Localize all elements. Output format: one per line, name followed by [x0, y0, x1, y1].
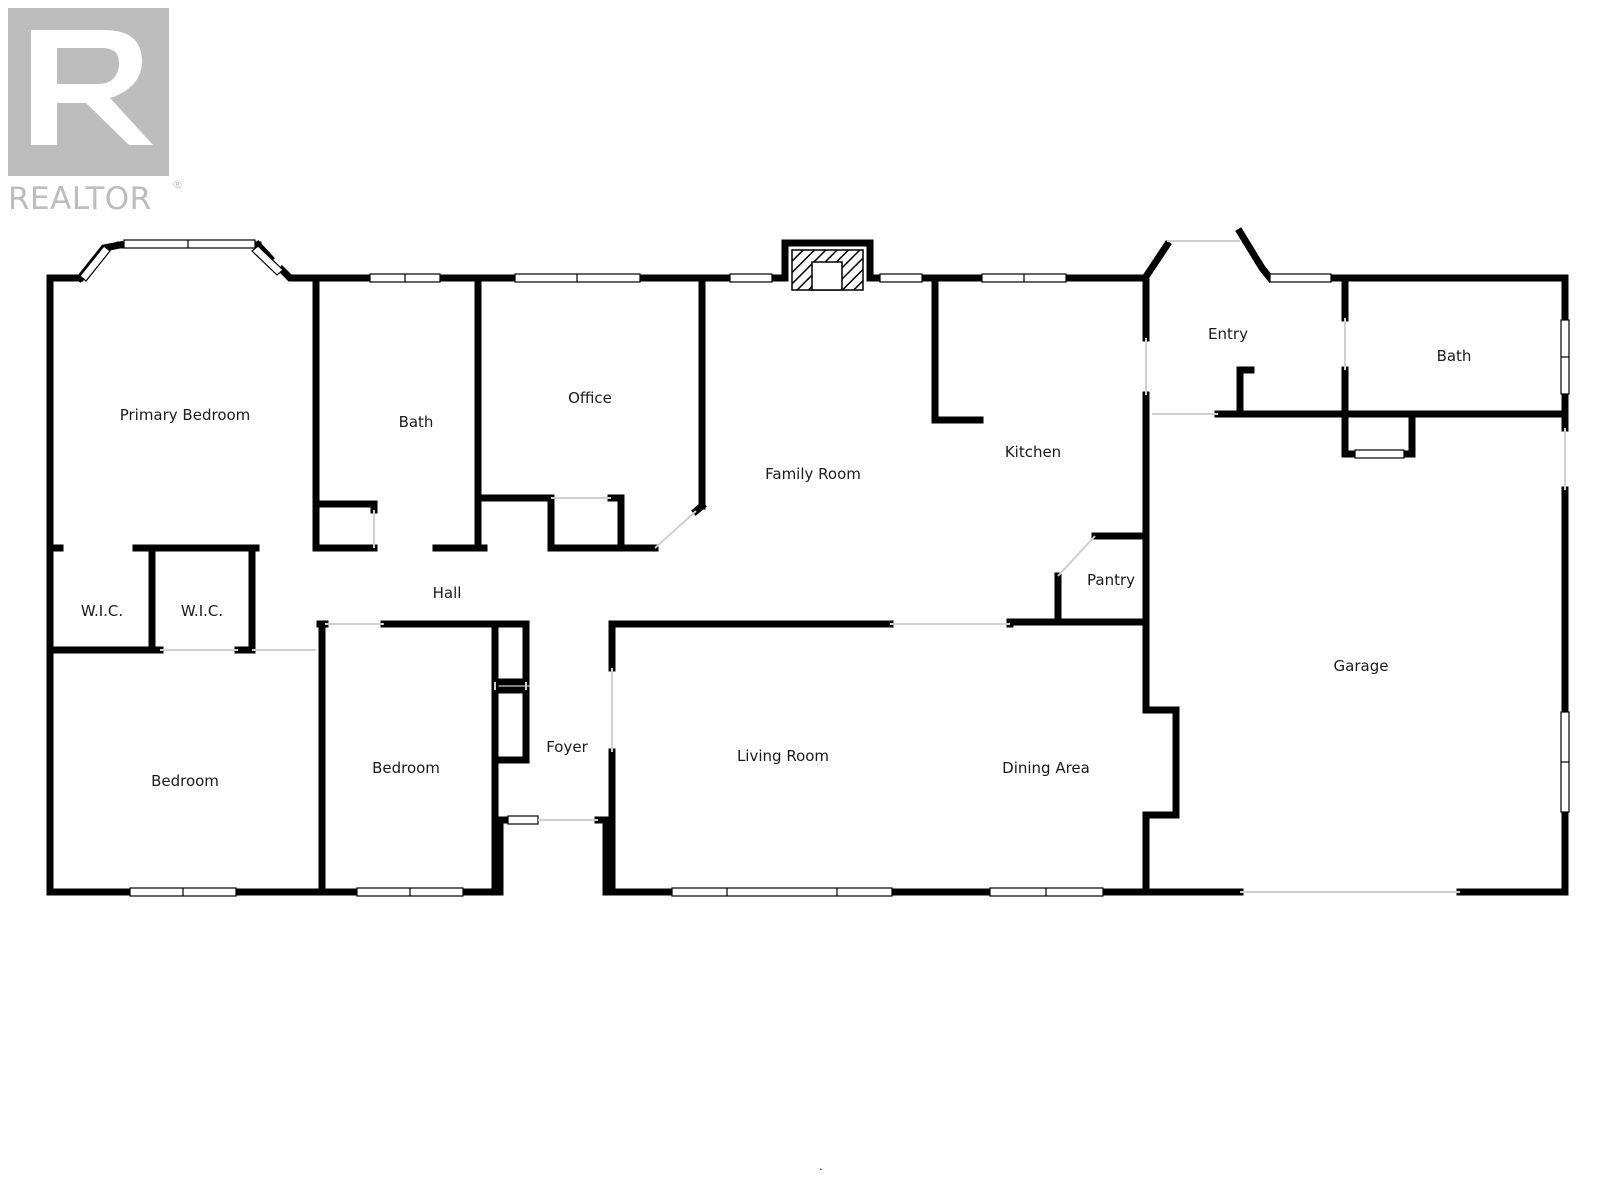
room-label-hall: Hall: [433, 584, 462, 602]
room-label-living-room: Living Room: [737, 747, 829, 765]
room-label-dining-area: Dining Area: [1002, 759, 1090, 777]
room-label-pantry: Pantry: [1087, 571, 1135, 589]
room-labels: Primary Bedroom Bath Office Family Room …: [81, 325, 1472, 790]
registered-mark: ®: [172, 178, 183, 191]
room-label-bedroom-2: Bedroom: [372, 759, 440, 777]
room-label-primary-bedroom: Primary Bedroom: [120, 406, 251, 424]
room-label-wic: W.I.C.: [81, 602, 123, 620]
fireplace-icon: [791, 249, 864, 291]
room-label-bedroom: Bedroom: [151, 772, 219, 790]
door-openings: [160, 240, 1566, 893]
room-label-bath: Bath: [399, 413, 434, 431]
room-label-entry: Entry: [1208, 325, 1248, 343]
room-label-garage: Garage: [1334, 657, 1389, 675]
room-label-office: Office: [568, 389, 612, 407]
walls: [46, 227, 1569, 896]
realtor-logo: REALTOR ®: [8, 8, 183, 217]
room-label-wic-2: W.I.C.: [181, 602, 223, 620]
realtor-logo-text: REALTOR: [8, 181, 152, 217]
footer-mark: .: [819, 1159, 823, 1173]
room-label-foyer: Foyer: [546, 738, 588, 756]
room-label-family-room: Family Room: [765, 465, 861, 483]
room-label-kitchen: Kitchen: [1005, 443, 1061, 461]
room-label-bath-2: Bath: [1437, 347, 1472, 365]
